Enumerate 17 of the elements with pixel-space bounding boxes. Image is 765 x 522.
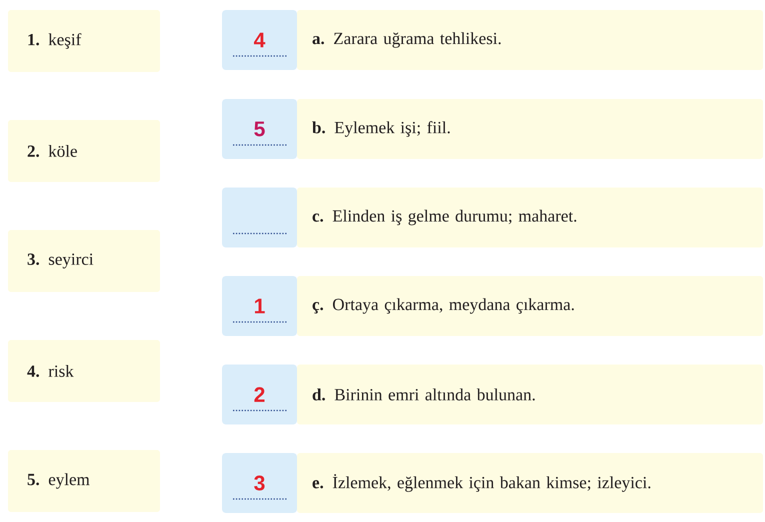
answer-box: 3 (222, 453, 297, 513)
term-box: 3. seyirci (8, 230, 160, 292)
term-box: 2. köle (8, 120, 160, 182)
answer-box: 4 (222, 10, 297, 70)
definition-box: b. Eylemek işi; fiil. (297, 99, 763, 159)
answer-box: 1 (222, 276, 297, 336)
definition-box: a. Zarara uğrama tehlikesi. (297, 10, 763, 70)
definition-box: e. İzlemek, eğlenmek için bakan kimse; izleyici. (297, 453, 763, 513)
answer-box: 2 (222, 364, 297, 424)
term-box: 5. eylem (8, 450, 160, 512)
term-box: 4. risk (8, 340, 160, 402)
definition-box: ç. Ortaya çıkarma, meydana çıkarma. (297, 276, 763, 336)
term-box: 1. keşif (8, 10, 160, 72)
answer-box: 5 (222, 99, 297, 159)
definition-box: c. Elinden iş gelme durumu; maharet. (297, 188, 763, 248)
definition-box: d. Birinin emri altında bulunan. (297, 364, 763, 424)
answer-box (222, 188, 297, 248)
